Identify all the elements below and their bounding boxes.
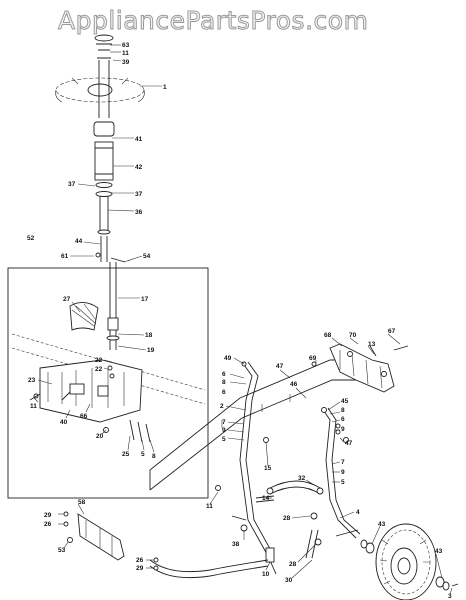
drag-link (255, 480, 324, 559)
callout-63a: 63 (122, 42, 130, 49)
callout-25: 25 (122, 451, 130, 458)
callout-66: 66 (80, 413, 88, 420)
leader-lines (33, 44, 453, 595)
callout-20: 20 (96, 433, 104, 440)
gear-assembly-box (7, 262, 209, 499)
callout-44: 44 (75, 238, 83, 245)
callout-54: 54 (143, 253, 151, 260)
callout-27: 27 (63, 296, 71, 303)
callout-42: 42 (135, 164, 143, 171)
callout-7a: 7 (222, 419, 226, 426)
callout-8b: 8 (222, 379, 226, 386)
callout-9c: 9 (341, 469, 345, 476)
callout-67: 67 (388, 328, 396, 335)
callout-37b: 37 (135, 191, 143, 198)
callout-46: 46 (290, 381, 298, 388)
callout-53: 53 (58, 547, 66, 554)
callout-2: 2 (220, 403, 224, 410)
lower-bracket (63, 511, 269, 579)
callout-15: 15 (264, 465, 272, 472)
callout-49: 49 (224, 355, 232, 362)
callout-5c: 5 (341, 479, 345, 486)
callout-5b: 5 (222, 436, 226, 443)
callout-41: 41 (135, 136, 143, 143)
callout-9a: 9 (222, 427, 226, 434)
callout-9b: 9 (341, 426, 345, 433)
callout-6c: 6 (341, 416, 345, 423)
callout-69: 69 (309, 355, 317, 362)
callout-13: 13 (368, 341, 376, 348)
callout-3: 3 (448, 593, 452, 600)
callout-labels: 63 11 39 1 41 42 37 37 36 52 44 61 54 27… (27, 42, 452, 600)
callout-29a: 29 (44, 512, 52, 519)
frame-tube (149, 359, 362, 491)
callout-47a: 47 (276, 363, 284, 370)
callout-40: 40 (60, 419, 68, 426)
callout-43b: 43 (435, 548, 443, 555)
callout-70: 70 (349, 332, 357, 339)
callout-23: 23 (28, 377, 36, 384)
callout-58: 58 (78, 499, 86, 506)
callout-22b: 22 (95, 366, 103, 373)
callout-11a: 11 (122, 50, 129, 57)
callout-30: 30 (285, 577, 293, 584)
callout-26b: 26 (136, 557, 144, 564)
callout-28a: 28 (283, 515, 291, 522)
callout-5a: 5 (141, 451, 145, 458)
callout-32: 32 (298, 475, 306, 482)
callout-11c: 11 (206, 503, 213, 510)
callout-6a: 6 (222, 371, 226, 378)
right-spindle (321, 407, 361, 539)
callout-22a: 22 (95, 357, 103, 364)
callout-45: 45 (341, 398, 349, 405)
callout-1: 1 (163, 84, 167, 91)
callout-68: 68 (324, 332, 332, 339)
callout-8c: 8 (341, 407, 345, 414)
callout-29b: 29 (136, 565, 144, 572)
callout-43a: 43 (378, 521, 386, 528)
callout-10: 10 (262, 571, 270, 578)
callout-19: 19 (147, 347, 155, 354)
callout-7b: 7 (341, 459, 345, 466)
callout-17: 17 (141, 296, 149, 303)
steering-column (55, 34, 145, 263)
callout-14: 14 (262, 495, 270, 502)
callout-28b: 28 (289, 561, 297, 568)
callout-36: 36 (135, 209, 143, 216)
callout-18: 18 (145, 332, 153, 339)
callout-4: 4 (356, 509, 360, 516)
callout-26a: 26 (44, 521, 52, 528)
callout-11b: 11 (30, 403, 37, 410)
callout-37a: 37 (68, 181, 76, 188)
front-wheel (360, 523, 459, 600)
callout-47b: 47 (345, 440, 353, 447)
callout-52: 52 (27, 235, 35, 242)
callout-38: 38 (232, 541, 240, 548)
watermark: AppliancePartsPros.com (57, 6, 369, 36)
callout-61: 61 (61, 253, 69, 260)
left-spindle-rod (231, 361, 277, 575)
callout-6b: 6 (222, 389, 226, 396)
callout-39: 39 (122, 59, 130, 66)
axle-bracket (311, 343, 409, 393)
callout-8a: 8 (152, 453, 156, 460)
